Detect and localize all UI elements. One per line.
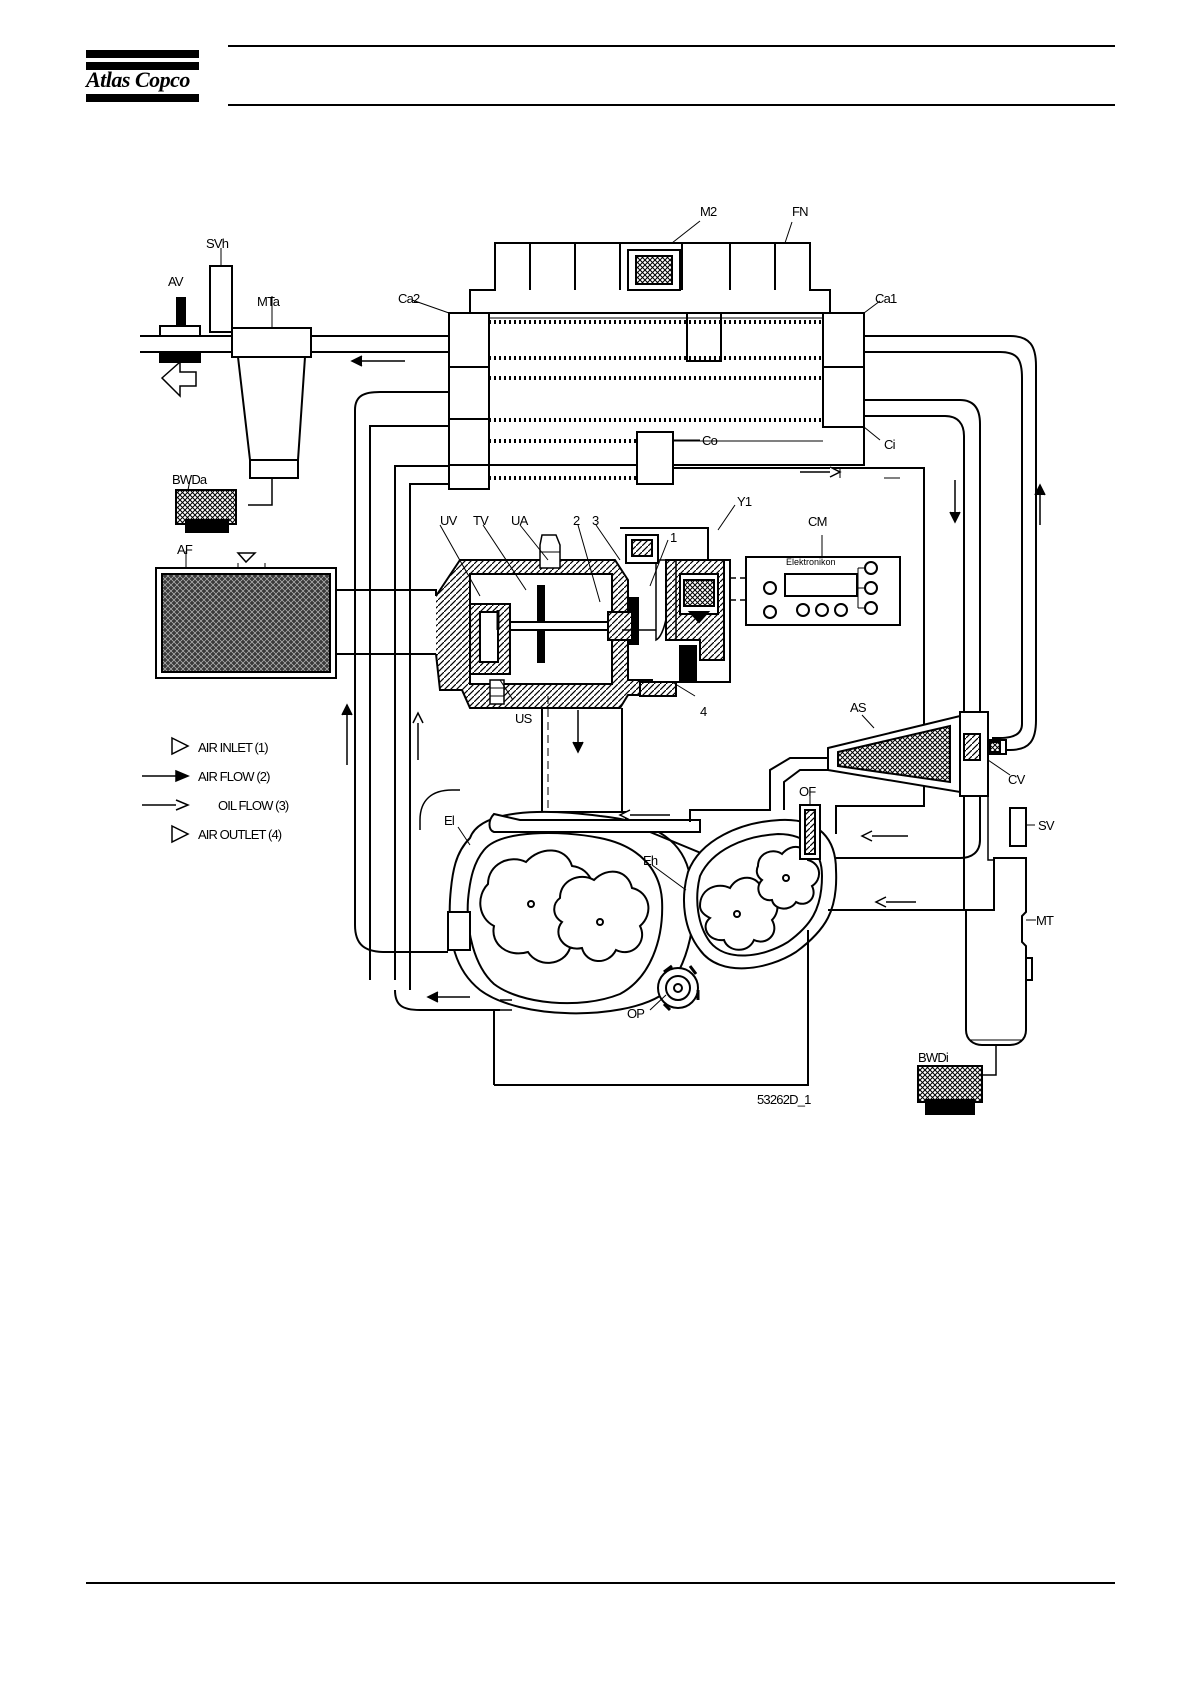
label-of: OF: [799, 784, 816, 799]
label-ua: UA: [511, 513, 529, 528]
label-ca1: Ca1: [875, 291, 897, 306]
label-cm: CM: [808, 514, 827, 529]
safety-valve-svh: [210, 266, 232, 332]
label-3: 3: [592, 513, 599, 528]
drain-bwdi: [918, 1066, 982, 1114]
moisture-trap-mt: [966, 858, 1032, 1045]
figure-id: 53262D_1: [757, 1092, 811, 1107]
label-av: AV: [168, 274, 184, 289]
label-af: AF: [177, 542, 193, 557]
label-ci: Ci: [884, 437, 896, 452]
label-tv: TV: [473, 513, 489, 528]
oil-separator: [828, 712, 988, 796]
label-svh: SVh: [206, 236, 229, 251]
label-mt: MT: [1036, 913, 1054, 928]
label-op: OP: [627, 1006, 644, 1021]
label-as: AS: [850, 700, 867, 715]
legend-oil-flow: OIL FLOW (3): [218, 798, 289, 813]
label-el: El: [444, 813, 455, 828]
compressor-element-low: [450, 812, 694, 1013]
air-outlet-arrow: [162, 362, 196, 396]
label-bwda: BWDa: [172, 472, 208, 487]
label-mta: MTa: [257, 294, 281, 309]
label-m2: M2: [700, 204, 717, 219]
drain-bwda: [176, 490, 236, 532]
label-2: 2: [573, 513, 580, 528]
label-sv: SV: [1038, 818, 1055, 833]
moisture-trap-mta: [232, 296, 311, 478]
controller-cm: [746, 557, 900, 625]
label-fn: FN: [792, 204, 808, 219]
label-eh: Eh: [643, 853, 658, 868]
safety-valve-sv: [1010, 808, 1026, 846]
legend-air-inlet: AIR INLET (1): [198, 740, 268, 755]
oil-filter: [800, 805, 820, 859]
label-us: US: [515, 711, 533, 726]
label-y1: Y1: [737, 494, 752, 509]
label-1: 1: [670, 530, 677, 545]
label-4: 4: [700, 704, 707, 719]
label-cv: CV: [1008, 772, 1026, 787]
legend-air-flow: AIR FLOW (2): [198, 769, 270, 784]
air-filter: [156, 568, 336, 678]
fan-motor: [628, 250, 680, 290]
footer-rule: [86, 1582, 1115, 1584]
check-valve: [988, 740, 1006, 754]
label-bwdi: BWDi: [918, 1050, 949, 1065]
label-ca2: Ca2: [398, 291, 420, 306]
inlet-bolt: [540, 535, 560, 568]
legend: AIR INLET (1) AIR FLOW (2) OIL FLOW (3) …: [198, 740, 289, 842]
legend-air-outlet: AIR OUTLET (4): [198, 827, 282, 842]
cooler-block: [449, 313, 864, 489]
label-uv: UV: [440, 513, 458, 528]
oil-pump: [658, 966, 698, 1010]
label-co: Co: [702, 433, 718, 448]
controller-brand: Elektronikon: [786, 557, 836, 567]
legend-symbols: [142, 738, 188, 842]
